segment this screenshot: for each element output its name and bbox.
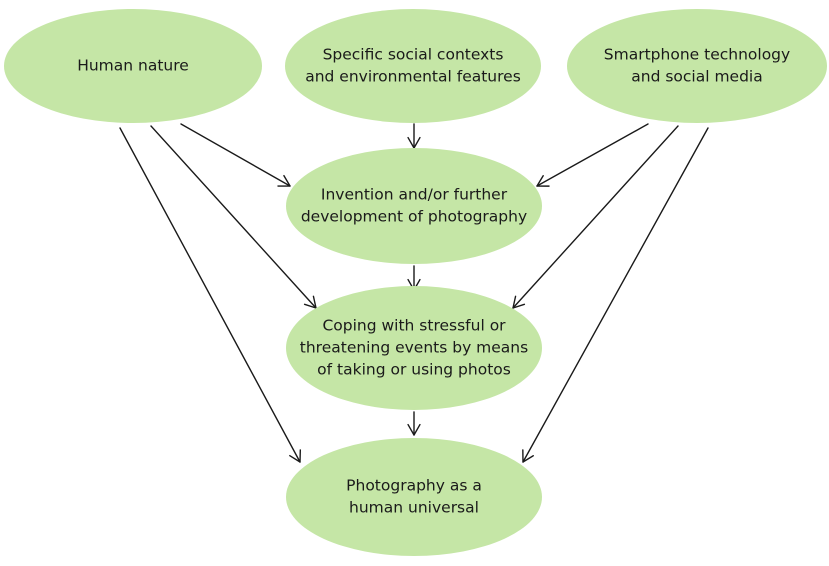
- node-label-line: threatening events by means: [300, 339, 528, 357]
- node-shape: [4, 9, 262, 123]
- arrow-human-nature-to-universal: [119, 127, 302, 463]
- node-label-line: and social media: [631, 68, 763, 86]
- arrowhead: [303, 295, 317, 309]
- node-shape: [286, 286, 542, 410]
- node-universal: Photography as a human universal: [286, 438, 542, 556]
- arrowhead: [512, 295, 526, 309]
- arrow-smartphone-to-invention: [536, 123, 649, 187]
- node-label-line: Smartphone technology: [604, 46, 790, 64]
- node-label-line: of taking or using photos: [317, 361, 511, 379]
- node-social-contexts: Specific social contexts and environmenta…: [285, 9, 541, 123]
- node-shape: [286, 438, 542, 556]
- node-label-line: Specific social contexts: [323, 46, 504, 64]
- node-human-nature: Human nature: [4, 9, 262, 123]
- nodes-layer: Human nature Specific social contexts and …: [4, 9, 827, 556]
- node-shape: [286, 148, 542, 264]
- arrowhead: [277, 174, 291, 187]
- arrow-human-nature-to-invention: [180, 123, 291, 187]
- node-invention: Invention and/or further development of p…: [286, 148, 542, 264]
- arrowhead: [407, 423, 421, 436]
- node-label-line: development of photography: [301, 208, 527, 226]
- node-shape: [285, 9, 541, 123]
- node-label-line: Coping with stressful or: [322, 317, 506, 335]
- arrowhead: [289, 449, 302, 463]
- node-smartphone: Smartphone technology and social media: [567, 9, 827, 123]
- arrow-smartphone-to-universal: [522, 127, 709, 463]
- arrowhead: [536, 175, 550, 187]
- node-label-line: human universal: [349, 499, 479, 517]
- node-coping: Coping with stressful or threatening even…: [286, 286, 542, 410]
- arrow-smartphone-to-coping: [512, 125, 679, 309]
- node-label-line: Human nature: [77, 57, 189, 75]
- arrow-social-contexts-to-invention: [407, 123, 421, 149]
- node-label-line: Photography as a: [346, 477, 482, 495]
- arrowhead: [522, 449, 534, 463]
- arrow-coping-to-universal: [407, 411, 421, 436]
- arrow-human-nature-to-coping: [150, 125, 317, 309]
- node-shape: [567, 9, 827, 123]
- node-label-line: and environmental features: [305, 68, 521, 86]
- edges-layer: [119, 123, 709, 463]
- node-label-line: Invention and/or further: [321, 186, 508, 204]
